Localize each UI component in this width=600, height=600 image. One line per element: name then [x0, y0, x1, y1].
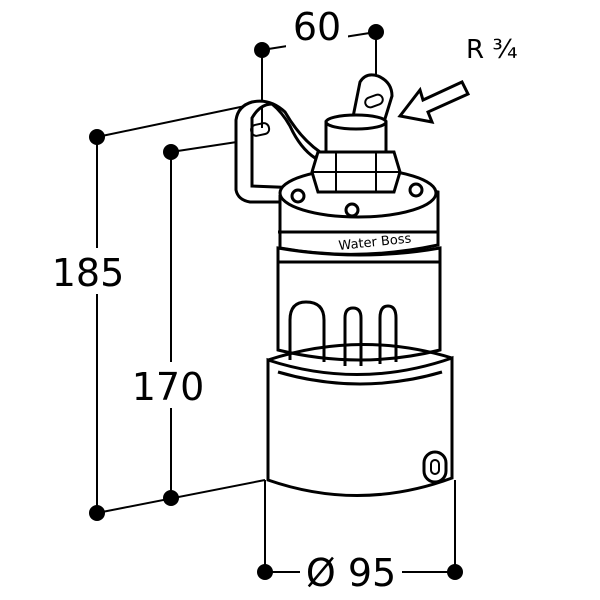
filter-bowl — [276, 246, 442, 366]
connection-label: R ¾ — [466, 35, 518, 65]
dimension-60 — [254, 10, 384, 128]
top-tab — [350, 73, 394, 124]
diameter-label: Ø 95 — [306, 551, 396, 595]
height-170-label: 170 — [132, 365, 205, 409]
spacing-60-label: 60 — [293, 5, 341, 49]
lower-housing — [266, 343, 454, 497]
dimension-diameter — [257, 480, 463, 592]
inlet-arrow — [397, 80, 471, 124]
drain-valve — [422, 450, 448, 484]
dimension-170 — [120, 139, 251, 506]
height-185-label: 185 — [52, 251, 125, 295]
dimension-185 — [44, 104, 266, 521]
inlet-fitting — [310, 113, 402, 194]
